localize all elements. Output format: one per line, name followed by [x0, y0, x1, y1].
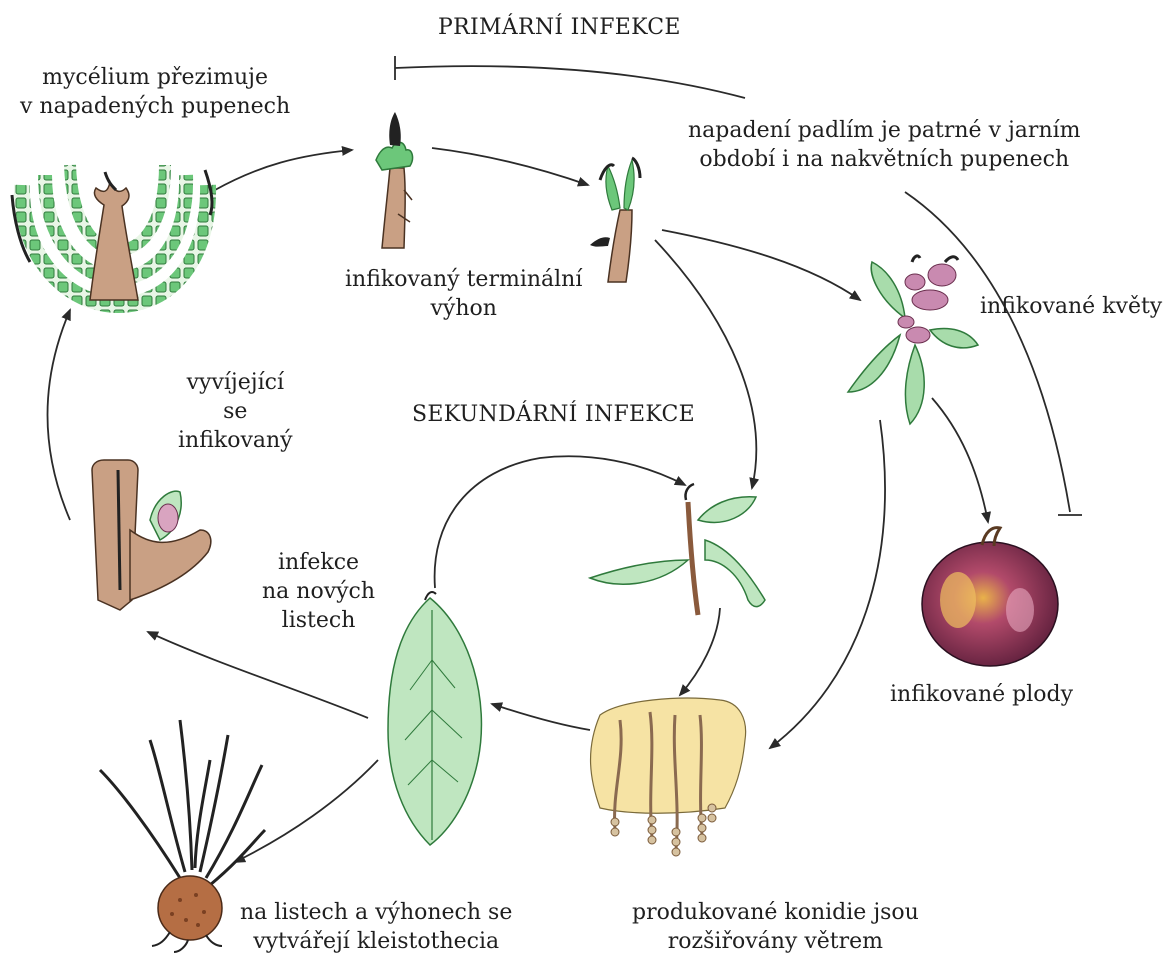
primary-infection-title: PRIMÁRNÍ INFEKCE [438, 13, 681, 42]
green-leaf-icon [388, 592, 481, 845]
arrow-developing-to-mycelium [48, 310, 71, 520]
label-mycelium-overwinters: mycélium přezimuje v napadených pupenech [20, 63, 290, 121]
leafy-shoot-icon [590, 484, 765, 615]
arrow-shoot-to-bud [432, 148, 588, 185]
arrow-bud-to-leafy-shoot [655, 240, 756, 488]
label-developing-infected: vyvíjející se infikovaný [178, 368, 293, 455]
terminal-shoot-icon [376, 112, 413, 248]
label-spring-attack: napadení padlím je patrné v jarním obdob… [688, 116, 1081, 174]
conidia-mat-icon [591, 698, 746, 856]
label-infected-terminal-shoot: infikovaný terminální výhon [345, 265, 582, 323]
arrow-leafy-to-conidia [680, 608, 720, 695]
arrow-flowers-to-fruit [932, 398, 988, 522]
primary-infection-line [395, 66, 745, 98]
label-infected-flowers: infikované květy [980, 292, 1162, 321]
opening-bud-icon [590, 158, 640, 282]
flowering-shoot-icon [848, 256, 978, 424]
arrow-mycelium-to-shoot [215, 150, 352, 190]
arrow-bud-to-flowers [662, 230, 860, 300]
arrow-conidia-to-leaf [492, 704, 590, 730]
label-infection-new-leaves: infekce na nových listech [262, 548, 375, 635]
label-conidia-spread: produkované konidie jsou rozšiřovány vět… [632, 898, 919, 956]
secondary-infection-title: SEKUNDÁRNÍ INFEKCE [412, 400, 695, 429]
arrow-leaf-to-developing [148, 632, 368, 718]
spring-to-fruit-line [905, 192, 1070, 512]
arrow-flowers-to-conidia [770, 420, 885, 748]
label-infected-fruits: infikované plody [890, 680, 1073, 709]
mycelium-bud-icon [12, 165, 212, 305]
infected-fruit-icon [922, 528, 1058, 666]
developing-bud-icon [92, 460, 211, 610]
label-kleistothecia-form: na listech a výhonech se vytvářejí kleis… [240, 898, 512, 956]
